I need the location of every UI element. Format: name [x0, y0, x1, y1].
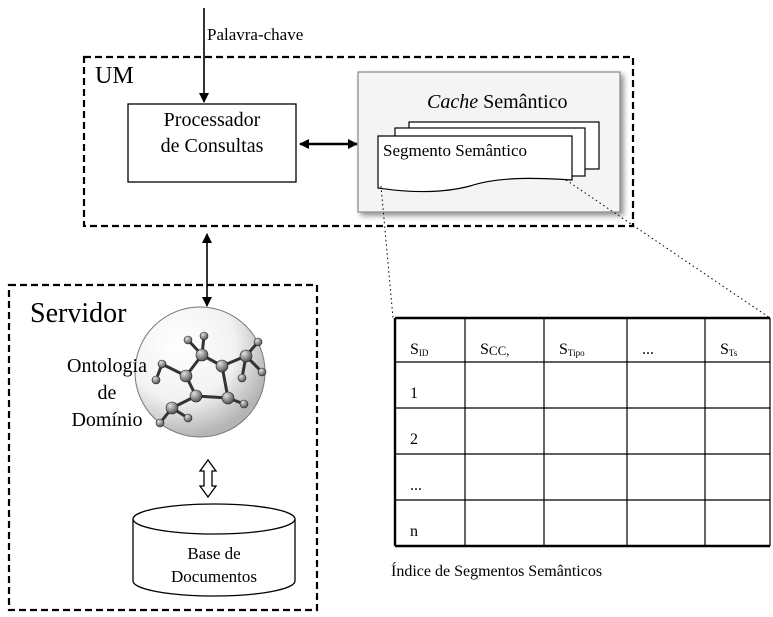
table-header-sub: Ts — [728, 348, 738, 358]
cache-title: Cache Semântico — [427, 92, 568, 112]
ontology-label-1: Ontologia — [67, 355, 147, 377]
table-header-cell: SID — [410, 342, 428, 358]
processor-label-2: de Consultas — [160, 135, 264, 157]
segment-label: Segmento Semântico — [383, 141, 528, 160]
table-header-cell: STs — [720, 342, 737, 358]
zoom-line-right — [565, 179, 771, 319]
query-processor-box — [127, 103, 297, 183]
table-row-label: 1 — [410, 385, 418, 402]
server-container — [7, 283, 319, 612]
table-header-main: S — [480, 341, 489, 358]
table-header-sub: CC, — [488, 343, 510, 358]
table-header-main: S — [410, 341, 419, 358]
semantic-segment-stack — [377, 121, 600, 193]
molecule-atoms — [151, 331, 267, 428]
table-header-sub: ID — [418, 348, 429, 358]
database-label-2: Documentos — [171, 567, 257, 586]
index-caption: Índice de Segmentos Semânticos — [391, 563, 603, 580]
cache-title-italic: Cache — [427, 91, 479, 113]
table-header-cell: SCC, — [480, 342, 510, 358]
table-header-main: S — [720, 341, 729, 358]
table-header-cell: ... — [642, 342, 654, 358]
table-row-label: 2 — [410, 431, 418, 448]
table-row-label: ... — [410, 477, 422, 494]
processor-label-1: Processador — [163, 109, 261, 131]
um-container — [82, 55, 635, 228]
ontology-label-3: Domínio — [71, 409, 143, 431]
segment-index-table — [393, 316, 771, 548]
table-header-sub: Tipo — [567, 348, 585, 358]
cache-title-rest: Semântico — [478, 91, 568, 113]
database-label-1: Base de — [187, 544, 241, 563]
table-header-main: S — [559, 341, 568, 358]
keyword-label: Palavra-chave — [207, 25, 304, 44]
ontology-label-2: de — [97, 382, 117, 404]
table-header-main: ... — [642, 341, 654, 358]
ontology-database-arrow — [198, 458, 218, 499]
table-row-label: n — [410, 523, 418, 540]
database-cylinder — [132, 503, 296, 597]
table-header-cell: STipo — [559, 342, 585, 358]
server-label: Servidor — [30, 298, 127, 329]
um-label: UM — [95, 63, 134, 89]
